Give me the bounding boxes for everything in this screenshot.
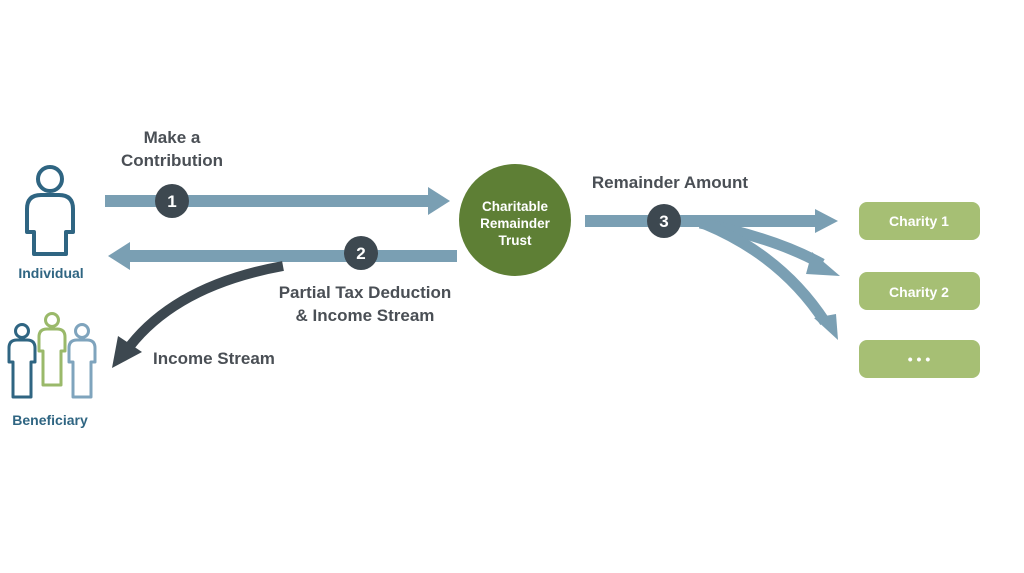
make-contribution-label-line1: Make a (144, 128, 201, 147)
make-contribution-label-line2: Contribution (121, 151, 223, 170)
charity-2-box: Charity 2 (859, 272, 980, 310)
svg-text:Remainder: Remainder (480, 216, 551, 231)
beneficiary-people-icon (7, 312, 97, 399)
partial-tax-deduction-label-line2: & Income Stream (296, 306, 435, 325)
partial-tax-deduction-label-line1: Partial Tax Deduction (279, 283, 452, 302)
remainder-arrow-more (702, 218, 830, 326)
charitable-remainder-trust-node: Charitable Remainder Trust (459, 164, 571, 276)
svg-text:3: 3 (659, 212, 668, 231)
beneficiary-person-green-icon (37, 312, 67, 387)
step-2-badge: 2 (344, 236, 378, 270)
beneficiary-person-blue-icon (7, 323, 37, 399)
svg-text:• • •: • • • (908, 351, 931, 367)
svg-text:Trust: Trust (498, 233, 532, 248)
charity-1-box: Charity 1 (859, 202, 980, 240)
svg-text:1: 1 (167, 192, 176, 211)
individual-label: Individual (18, 265, 83, 281)
income-stream-label: Income Stream (153, 349, 275, 368)
step-3-badge: 3 (647, 204, 681, 238)
svg-text:2: 2 (356, 244, 365, 263)
svg-text:Charitable: Charitable (482, 199, 549, 214)
svg-text:Charity 2: Charity 2 (889, 284, 949, 300)
income-stream-arrow (112, 261, 284, 368)
beneficiary-person-light-blue-icon (67, 323, 97, 399)
remainder-arrows (585, 209, 840, 340)
svg-text:Charity 1: Charity 1 (889, 213, 949, 229)
remainder-amount-label: Remainder Amount (592, 173, 749, 192)
beneficiary-label: Beneficiary (12, 412, 88, 428)
charity-more-box: • • • (859, 340, 980, 378)
step-1-badge: 1 (155, 184, 189, 218)
individual-person-icon (25, 165, 75, 256)
